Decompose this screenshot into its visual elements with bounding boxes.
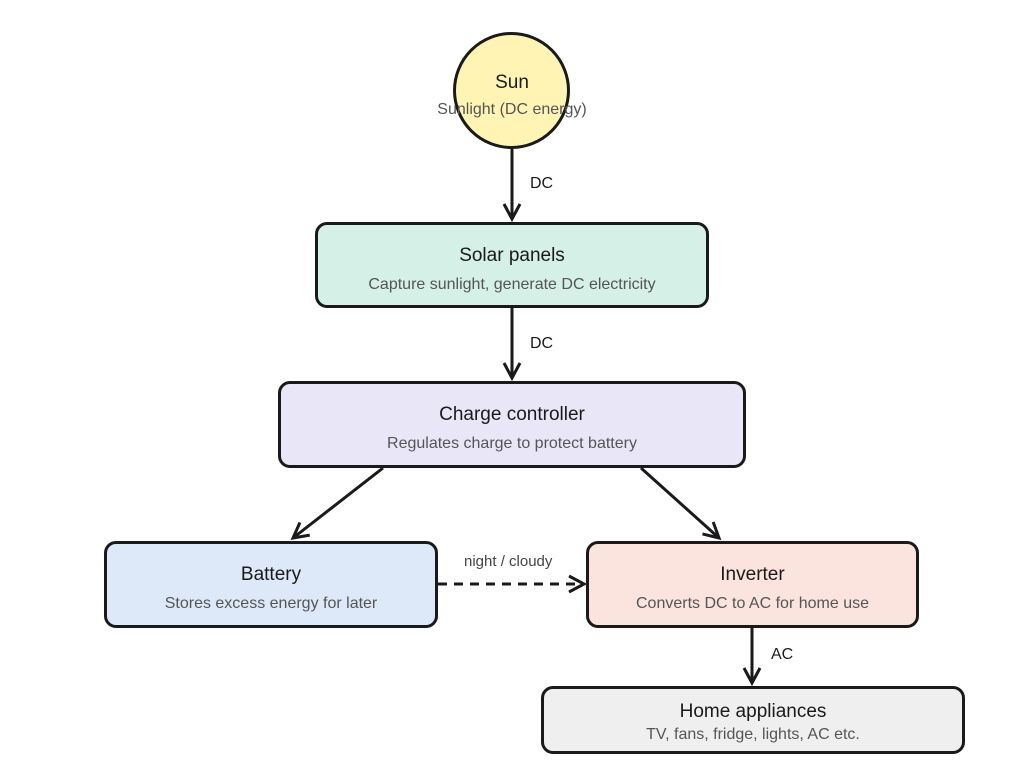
node-charge-controller-subtitle: Regulates charge to protect battery [387, 435, 637, 452]
node-sun [453, 32, 570, 149]
node-battery-subtitle: Stores excess energy for later [164, 595, 378, 612]
node-inverter-title: Inverter [720, 564, 785, 585]
node-home-appliances: Home appliances TV, fans, fridge, lights… [541, 686, 965, 754]
node-sun-title: Sun [495, 72, 529, 93]
node-solar-panels-subtitle: Capture sunlight, generate DC electricit… [368, 276, 656, 293]
node-battery-title: Battery [240, 564, 302, 585]
node-charge-controller: Charge controller Regulates charge to pr… [278, 381, 746, 468]
edge-controller-to-battery [293, 466, 384, 538]
node-charge-controller-title: Charge controller [439, 404, 585, 425]
node-home-appliances-subtitle: TV, fans, fridge, lights, AC etc. [646, 726, 860, 743]
node-solar-panels: Solar panels Capture sunlight, generate … [315, 222, 709, 308]
node-solar-panels-title: Solar panels [459, 245, 565, 266]
edge-label-battery-to-inverter: night / cloudy [464, 553, 553, 570]
edge-label-sun-to-panels: DC [530, 175, 554, 192]
node-inverter-subtitle: Converts DC to AC for home use [636, 595, 869, 612]
edge-label-inverter-to-appliances: AC [771, 646, 794, 663]
edge-controller-to-inverter [639, 466, 719, 538]
edge-label-panels-to-controller: DC [530, 335, 554, 352]
node-battery: Battery Stores excess energy for later [104, 541, 438, 628]
node-home-appliances-title: Home appliances [679, 701, 827, 722]
node-sun-subtitle: Sunlight (DC energy) [437, 101, 587, 118]
node-inverter: Inverter Converts DC to AC for home use [586, 541, 919, 628]
